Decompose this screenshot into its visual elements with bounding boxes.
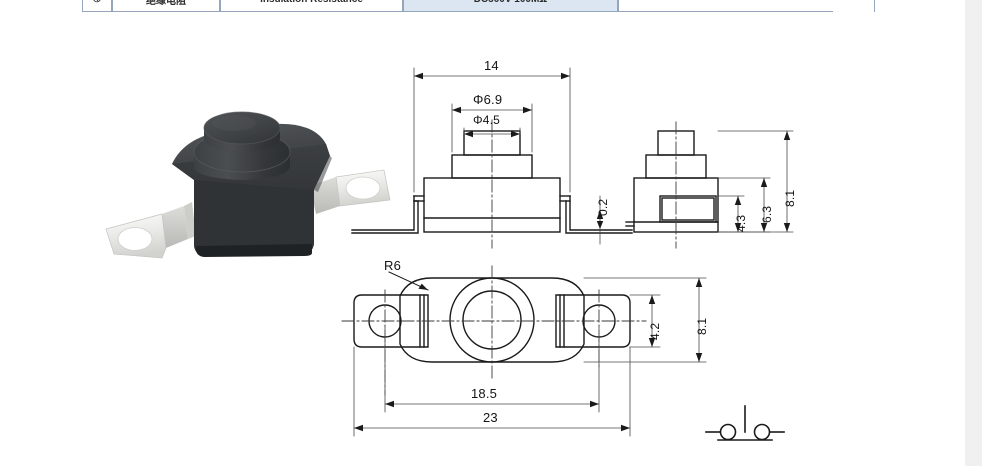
button-base-side (194, 152, 290, 180)
front-view (351, 130, 633, 234)
drawing-page: ④ 绝缘电阻 Insulation Resistance DC500V 100M… (82, 0, 875, 441)
engineering-drawing: 14 Φ6.9 Φ4.5 0.2 4.3 6.3 8.1 R6 18.5 23 … (341, 58, 797, 441)
schematic-symbol (705, 405, 785, 441)
plan-view-centerlines (341, 265, 647, 396)
spec-row-label-cn: 绝缘电阻 (112, 0, 220, 12)
page-right-margin (965, 0, 982, 466)
plan-view-dimension-lines (353, 277, 707, 437)
spec-table: ④ 绝缘电阻 Insulation Resistance DC500V 100M… (82, 0, 833, 12)
switch-body-edge (314, 156, 332, 192)
dim-button-plunger-dia: Φ4.5 (473, 113, 501, 127)
button-plunger-top (204, 112, 280, 144)
switch-body-face (194, 180, 314, 256)
spec-row-value: DC500V 100MΩ (403, 0, 618, 12)
dim-overall-length: 23 (483, 410, 498, 425)
dim-button-base-dia: Φ6.9 (473, 92, 503, 107)
product-photo-svg (105, 111, 391, 259)
spec-table-edge (874, 0, 875, 12)
mounting-bracket-left (105, 202, 196, 259)
dim-hole-pitch: 18.5 (471, 386, 498, 401)
dim-body-width: 8.1 (695, 317, 709, 335)
dim-inner-height: 4.3 (734, 214, 748, 232)
dim-corner-radius: R6 (384, 258, 402, 273)
dim-body-height: 6.3 (760, 205, 774, 223)
side-view (625, 130, 719, 233)
side-view-arrows (734, 131, 791, 232)
dim-terminal-thickness: 0.2 (596, 198, 610, 216)
plan-view-radius-arrow (418, 283, 428, 290)
front-view-arrows (414, 72, 604, 229)
product-photo (88, 96, 398, 266)
spec-row-index: ④ (82, 0, 112, 12)
dim-overall-height: 8.1 (783, 189, 797, 207)
side-view-dimension-lines (715, 130, 794, 233)
dim-tab-width: 4.2 (648, 322, 662, 340)
engineering-drawing-svg (341, 67, 794, 441)
dim-overall-width: 14 (484, 58, 499, 73)
front-view-dimension-lines (413, 67, 601, 245)
switch-body-base (196, 244, 312, 257)
spec-row-extra (618, 0, 833, 12)
plan-view-arrows (354, 278, 703, 432)
spec-row-label-en: Insulation Resistance (220, 0, 403, 12)
